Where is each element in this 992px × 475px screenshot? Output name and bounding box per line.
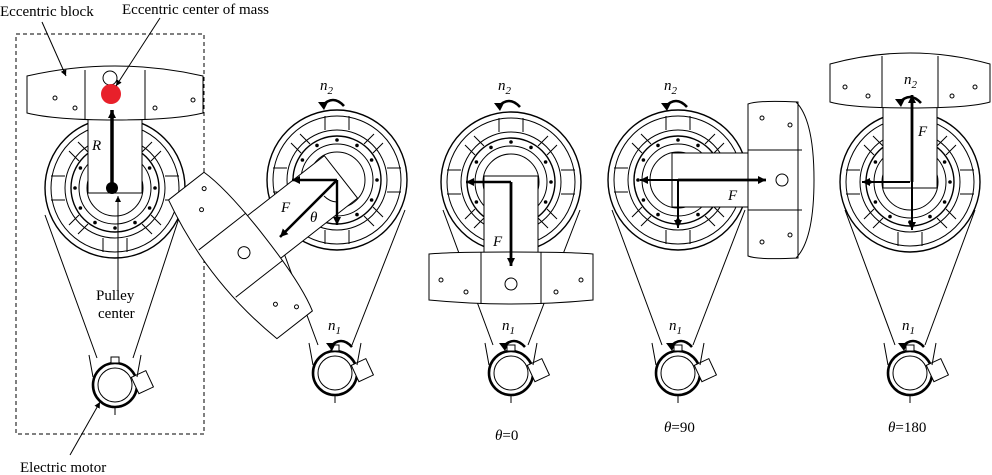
n1-label: n1 <box>502 318 515 337</box>
belt <box>844 209 976 346</box>
motor <box>483 341 551 405</box>
label-eccentric-center-of-mass: Eccentric center of mass <box>122 2 269 18</box>
label-pulley-center-2: center <box>98 306 135 322</box>
n2-rotation-icon <box>492 99 522 113</box>
label-pulley-center-1: Pulley <box>96 288 135 304</box>
force-label: F <box>727 188 738 204</box>
eccentric-block <box>829 52 991 189</box>
eccentric-block <box>167 154 359 340</box>
pulley-center-dot <box>106 182 118 194</box>
caption-theta-0: θ=0 <box>495 428 518 444</box>
n2-rotation-icon <box>316 98 346 112</box>
caption-theta-180: θ=180 <box>888 420 926 436</box>
motor <box>882 341 950 405</box>
n2-label: n2 <box>498 78 512 97</box>
n2-label: n2 <box>904 72 918 91</box>
eccentric-block <box>428 175 594 305</box>
panel-2-rotated: F θ n2 n1 <box>167 78 408 405</box>
motor <box>87 353 155 417</box>
panel-5-theta-180: F n2 n1 θ=180 <box>829 52 991 436</box>
theta-label: θ <box>310 210 318 226</box>
belt <box>611 209 746 346</box>
leader-mass-center <box>115 17 161 87</box>
panel-4-theta-90: F n2 n1 θ=90 <box>607 78 815 436</box>
motor <box>650 341 718 405</box>
n2-label: n2 <box>320 78 334 97</box>
mass-center-dot <box>101 84 121 104</box>
n1-label: n1 <box>328 318 341 337</box>
motor <box>307 341 375 405</box>
force-arrow <box>279 179 338 238</box>
panel-3-theta-0: F n2 n1 θ=0 <box>428 78 594 444</box>
leader-eccentric-block <box>41 21 67 77</box>
n1-label: n1 <box>902 318 915 337</box>
panel-1-overview: R Eccentric block Eccentric center of ma… <box>0 2 269 475</box>
eccentric-block <box>671 100 815 260</box>
n1-label: n1 <box>669 318 682 337</box>
caption-theta-90: θ=90 <box>664 420 695 436</box>
theta-arc <box>323 195 338 203</box>
force-label: F <box>280 200 291 216</box>
label-eccentric-block: Eccentric block <box>0 4 94 20</box>
original-center-marker <box>102 70 118 86</box>
force-label: F <box>917 124 928 140</box>
belt <box>44 214 181 359</box>
force-label: F <box>492 234 503 250</box>
n2-label: n2 <box>664 78 678 97</box>
leader-electric-motor <box>69 401 101 456</box>
radius-label: R <box>91 138 101 154</box>
label-electric-motor: Electric motor <box>20 460 106 475</box>
